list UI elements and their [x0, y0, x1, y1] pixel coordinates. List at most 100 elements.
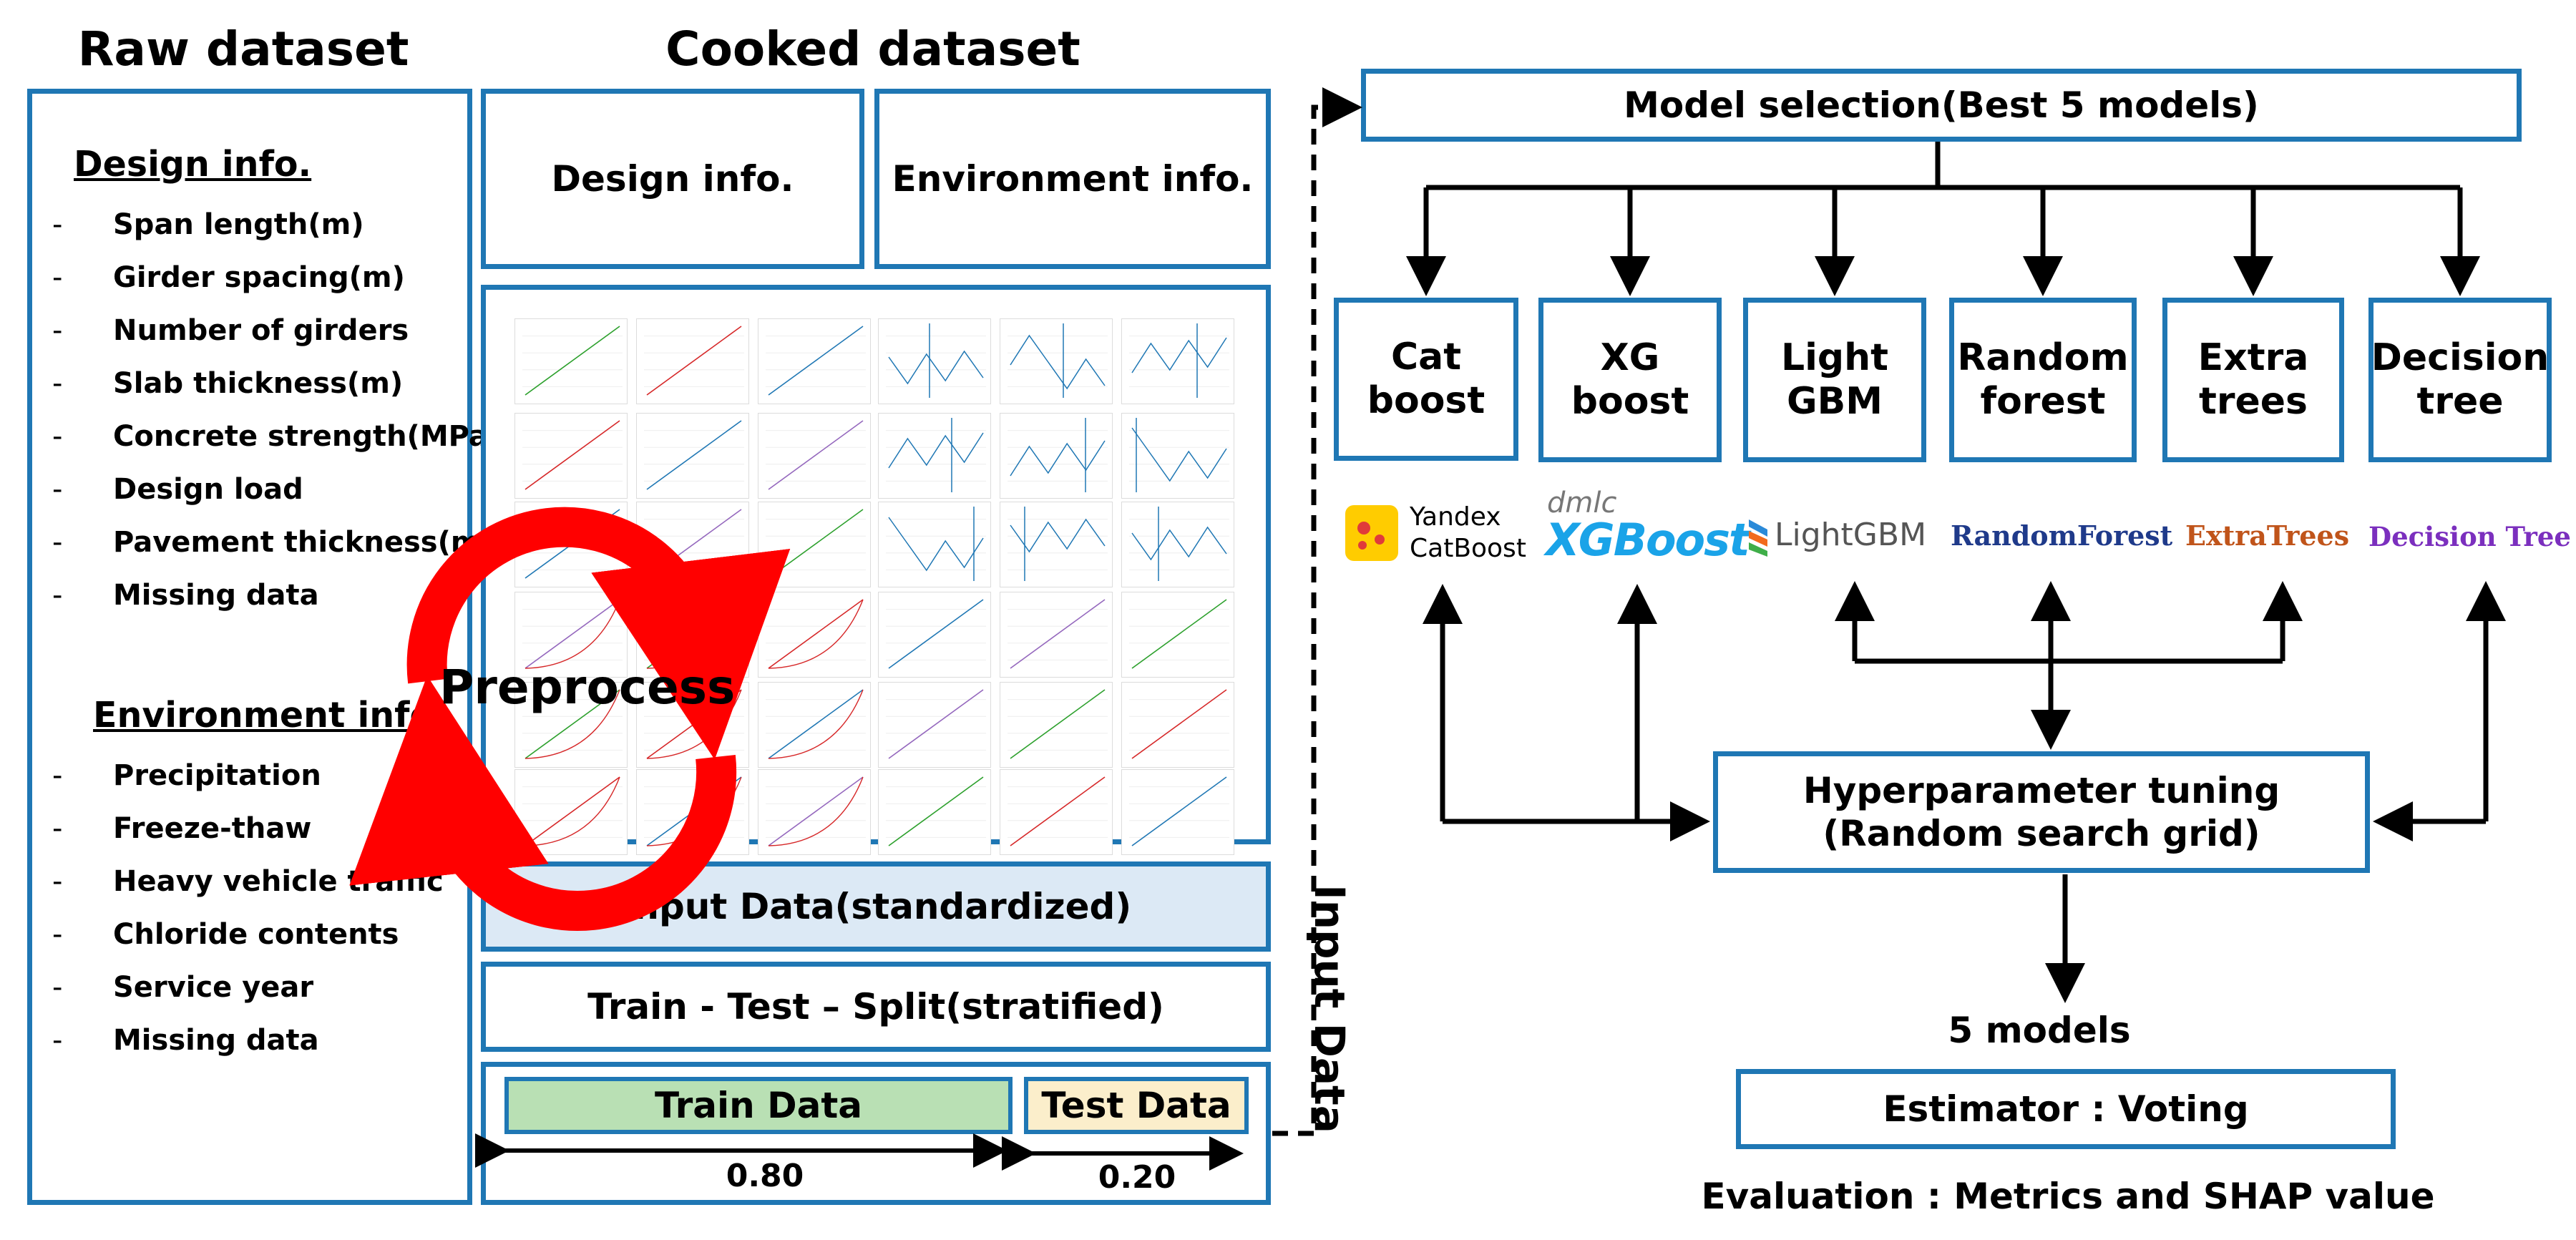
design-info-item-label: Concrete strength(MPa)	[113, 420, 502, 453]
xgboost-logo-dmlc: dmlc	[1547, 487, 1617, 519]
thumbnail-plot	[758, 769, 871, 855]
decisiontree-logo: Decision Tree	[2368, 521, 2571, 552]
thumbnail-plot	[1121, 318, 1234, 404]
environment-info-item-label: Missing data	[113, 1024, 319, 1057]
model-catboost-line1: Cat	[1390, 335, 1462, 379]
catboost-logo: Yandex CatBoost	[1344, 501, 1530, 580]
list-bullet: -	[52, 918, 63, 951]
plot-grid	[486, 290, 1266, 855]
model-decisiontree-line2: tree	[2416, 380, 2504, 423]
estimator-box: Estimator : Voting	[1736, 1069, 2396, 1149]
thumbnail-plot	[636, 413, 749, 499]
design-info-item-label: Number of girders	[113, 314, 409, 347]
thumbnail-plot	[1000, 502, 1113, 587]
xgboost-logo-text: XGBoost	[1546, 514, 1750, 566]
model-randomforest-line2: forest	[1980, 380, 2106, 423]
estimator-label: Estimator : Voting	[1883, 1088, 2249, 1130]
thumbnail-plot	[1000, 413, 1113, 499]
thumbnail-plot	[1121, 769, 1234, 855]
thumbnail-plot	[758, 413, 871, 499]
list-bullet: -	[52, 971, 63, 1004]
randomforest-logo: RandomForest	[1951, 519, 2173, 552]
xgboost-logo: dmlc XGBoost	[1546, 487, 1750, 572]
design-info-item-label: Span length(m)	[113, 208, 364, 241]
lightgbm-logo-icon	[1749, 519, 1767, 557]
cooked-design-info-label: Design info.	[551, 158, 794, 200]
cooked-design-info-box: Design info.	[481, 89, 864, 269]
thumbnail-plot	[1121, 502, 1234, 587]
design-info-list: - Span length(m) - Girder spacing(m) - Number…	[52, 208, 501, 638]
design-info-item-label: Girder spacing(m)	[113, 261, 405, 294]
thumbnail-plot	[514, 413, 628, 499]
thumbnail-plot	[758, 592, 871, 678]
list-bullet: -	[52, 759, 63, 792]
preprocess-label: Preprocess	[439, 660, 736, 715]
thumbnail-plot	[878, 682, 991, 768]
thumbnail-plot	[878, 318, 991, 404]
evaluation-label: Evaluation : Metrics and SHAP value	[1701, 1176, 2435, 1217]
design-info-item-label: Slab thickness(m)	[113, 367, 404, 400]
model-xgboost-line1: XG	[1600, 336, 1660, 379]
thumbnail-plot	[1121, 682, 1234, 768]
thumbnail-plot	[758, 682, 871, 768]
lightgbm-logo: LightGBM	[1746, 512, 1932, 562]
model-randomforest-line1: Random	[1957, 336, 2129, 379]
train-data-box: Train Data	[504, 1077, 1013, 1134]
model-catboost-line2: boost	[1367, 379, 1485, 422]
thumbnail-plot	[1121, 592, 1234, 678]
thumbnail-plot	[878, 502, 991, 587]
split-label: Train - Test – Split(stratified)	[587, 986, 1164, 1027]
design-info-item-label: Missing data	[113, 579, 319, 612]
environment-info-item-label: Heavy vehicle traffic	[113, 865, 444, 898]
list-bullet: -	[52, 812, 63, 845]
model-lightgbm-line2: GBM	[1786, 380, 1883, 423]
model-decisiontree-line1: Decision	[2371, 336, 2550, 379]
thumbnail-plot	[878, 592, 991, 678]
five-models-label: 5 models	[1948, 1010, 2131, 1051]
thumbnail-plot	[514, 502, 628, 587]
model-lightgbm-line1: Light	[1780, 336, 1889, 379]
model-xgboost-line2: boost	[1571, 380, 1689, 423]
thumbnail-plot	[514, 318, 628, 404]
tuning-line1: Hyperparameter tuning	[1802, 770, 2280, 811]
environment-info-item-label: Precipitation	[113, 759, 321, 792]
list-bullet: -	[52, 473, 63, 506]
test-data-label: Test Data	[1041, 1085, 1231, 1126]
thumbnail-plot	[636, 769, 749, 855]
list-bullet: -	[52, 261, 63, 294]
plots-panel	[481, 285, 1271, 855]
environment-info-heading: Environment info.	[93, 695, 447, 736]
model-selection-box: Model selection(Best 5 models)	[1361, 69, 2522, 142]
raw-dataset-panel: Design info. -Span length(m)-Girder spac…	[27, 89, 501, 1205]
thumbnail-plot	[1121, 413, 1234, 499]
train-data-label: Train Data	[654, 1085, 863, 1126]
train-ratio: 0.80	[726, 1157, 804, 1194]
list-bullet: -	[52, 208, 63, 241]
thumbnail-plot	[1000, 682, 1113, 768]
thumbnail-plot	[1000, 318, 1113, 404]
thumbnail-plot	[758, 318, 871, 404]
extratrees-logo: ExtraTrees	[2185, 519, 2350, 552]
thumbnail-plot	[1000, 592, 1113, 678]
environment-info-item-label: Service year	[113, 971, 314, 1004]
input-data-label: Input Data(standardized)	[620, 886, 1132, 927]
design-info-item-label: Design load	[113, 473, 303, 506]
input-data-vertical-label: Input Data	[1301, 859, 1358, 1159]
test-ratio: 0.20	[1098, 1158, 1176, 1196]
raw-dataset-header: Raw dataset	[77, 21, 409, 77]
input-data-box: Input Data(standardized)	[481, 861, 1271, 952]
thumbnail-plot	[878, 769, 991, 855]
catboost-logo-text-b: CatBoost	[1410, 534, 1526, 563]
list-bullet: -	[52, 1024, 63, 1057]
list-bullet: -	[52, 420, 63, 453]
test-data-box: Test Data	[1024, 1077, 1249, 1134]
thumbnail-plot	[758, 502, 871, 587]
environment-info-item-label: Chloride contents	[113, 918, 399, 951]
list-bullet: -	[52, 526, 63, 559]
lightgbm-logo-text: LightGBM	[1775, 517, 1927, 553]
thumbnail-plot	[878, 413, 991, 499]
thumbnail-plot	[636, 318, 749, 404]
